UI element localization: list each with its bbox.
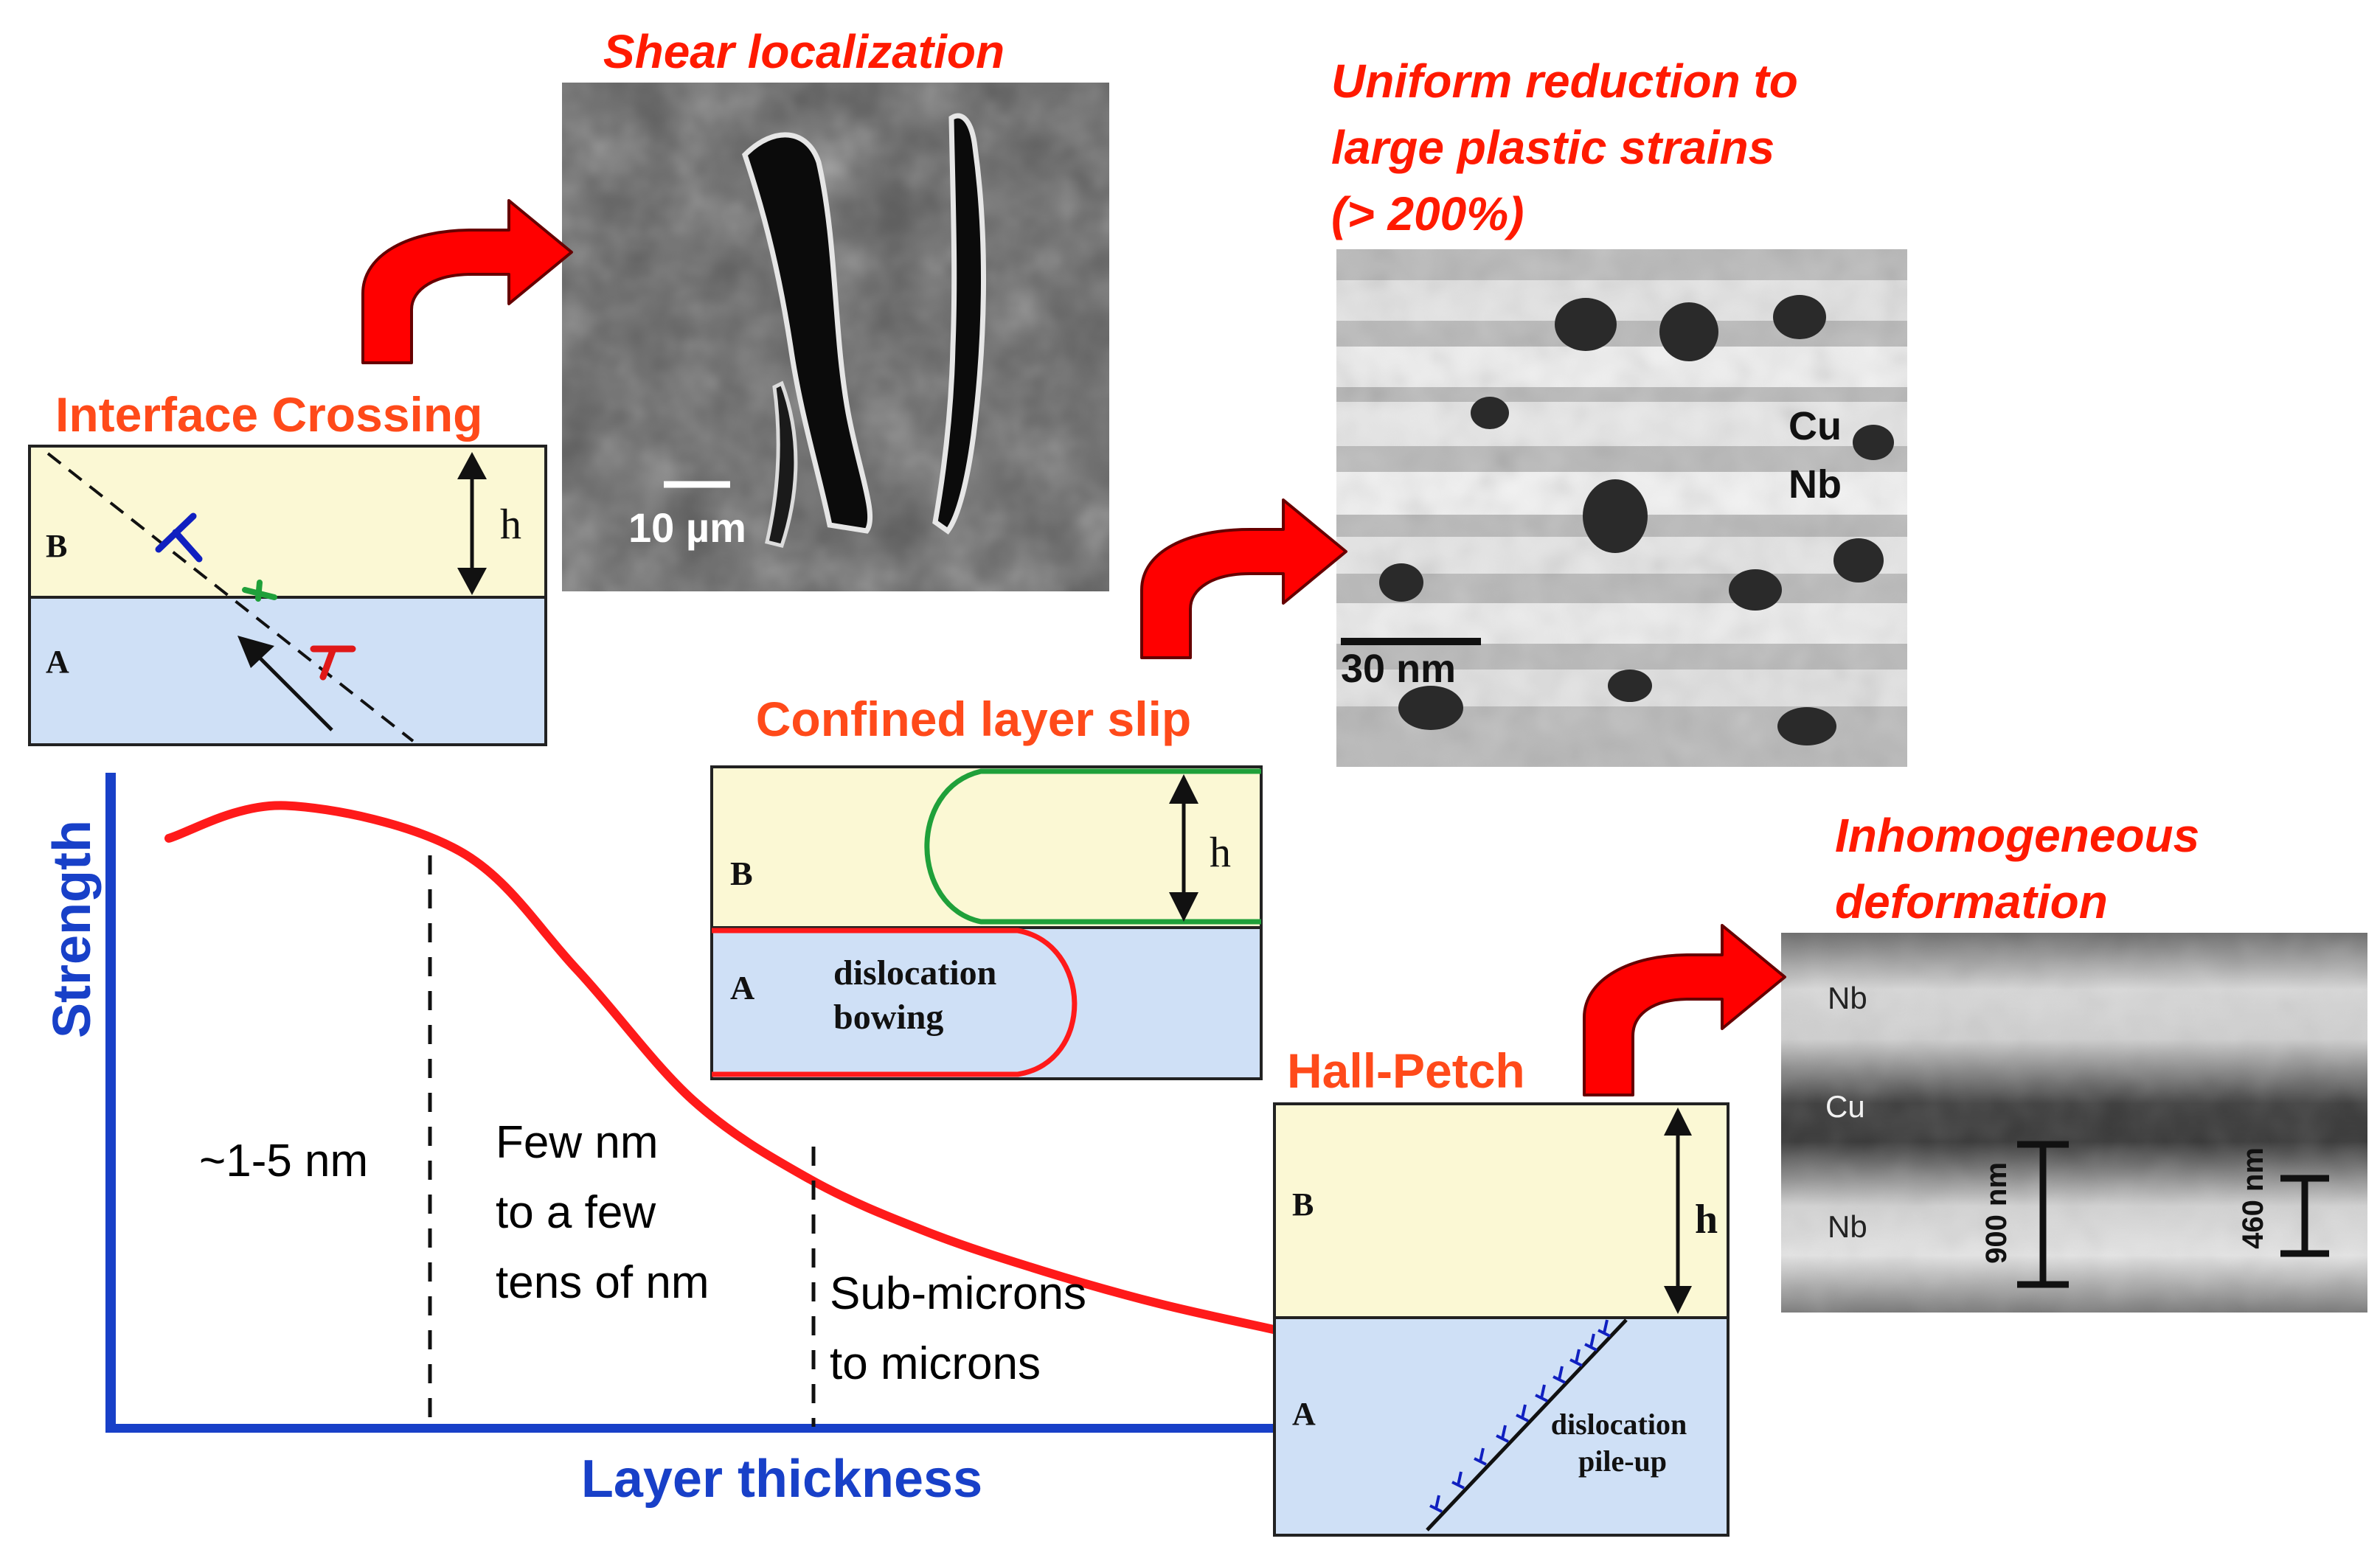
inhomogeneous-title: Inhomogeneous deformation [1835, 809, 2213, 928]
dislocation-symbol-icon [155, 512, 203, 563]
shear-crack [932, 113, 987, 535]
cu-label: Cu [1789, 404, 1842, 448]
dimension-bar-460 [2280, 1175, 2329, 1257]
cross-section-texture [1781, 933, 2367, 1313]
interface-crossing-title: Interface Crossing [55, 387, 483, 442]
curved-arrow-icon [1140, 498, 1347, 659]
arrowhead-up [1169, 774, 1198, 804]
nb-bottom-label: Nb [1828, 1209, 1867, 1244]
interface-crossing-panel: Interface Crossing h B A [28, 387, 547, 746]
layer-b-label: B [730, 855, 753, 892]
motion-arrowhead [237, 636, 274, 668]
curved-arrow-icon [1583, 924, 1786, 1096]
layer-a [30, 597, 546, 745]
scale-bar-label: 30 nm [1341, 647, 1456, 691]
slip-loop-green [924, 768, 1261, 925]
cu-label: Cu [1825, 1089, 1865, 1124]
layer-b [712, 767, 1261, 928]
layer-b-label: B [46, 528, 67, 564]
arrowhead-down [1169, 892, 1198, 922]
dimension-h: h [1695, 1197, 1718, 1242]
panel-border [1273, 1102, 1730, 1537]
pile-up-slip-plane [1426, 1318, 1628, 1532]
strength-chart: Strength Layer thickness ~1-5 nm Few nm … [43, 773, 1280, 1509]
uniform-reduction-title: Uniform reduction to large plastic strai… [1331, 55, 1811, 240]
dislocation-bowing-note: dislocation bowing [833, 953, 1005, 1037]
arrowhead-up [457, 452, 487, 479]
motion-arrow [249, 647, 333, 731]
dimension-900-label: 900 nm [1980, 1162, 2013, 1264]
confined-slip-title: Confined layer slip [756, 692, 1191, 746]
curved-arrow-icon [361, 199, 573, 364]
layer-a-label: A [730, 969, 754, 1007]
pile-up-dislocations [1429, 1319, 1611, 1513]
curved-arrows [361, 199, 1786, 1096]
dislocation-symbol-icon [242, 580, 277, 602]
layer-a [712, 928, 1261, 1079]
hall-petch-title: Hall-Petch [1287, 1043, 1525, 1098]
panel-border [28, 445, 547, 746]
shear-crack [765, 380, 798, 548]
slip-plane [46, 452, 414, 743]
strength-curve [164, 801, 1280, 1335]
tem-grains [1379, 295, 1894, 745]
dimension-h: h [1210, 828, 1231, 876]
x-axis-label: Layer thickness [581, 1450, 982, 1509]
region-label-3: Sub-microns to microns [830, 1268, 1099, 1389]
shear-localization-title: Shear localization [603, 25, 1005, 78]
inhomogeneous-micrograph: Inhomogeneous deformation Nb Cu Nb 900 n… [1781, 809, 2367, 1313]
layer-a-label: A [1292, 1396, 1316, 1432]
dislocation-symbol-icon [310, 645, 356, 681]
slip-loop-red [712, 928, 1078, 1077]
nb-top-label: Nb [1828, 981, 1867, 1015]
arrowhead-up [1664, 1108, 1692, 1136]
y-axis-label: Strength [43, 820, 102, 1038]
layer-a [1274, 1318, 1728, 1535]
dimension-bar-900 [2017, 1141, 2069, 1288]
hall-petch-panel: Hall-Petch h B A dislocation pile-up [1273, 1043, 1730, 1537]
layer-b [1274, 1104, 1728, 1318]
uniform-reduction-micrograph: Uniform reduction to large plastic strai… [1331, 55, 1907, 767]
region-label-1: ~1-5 nm [199, 1136, 368, 1186]
layer-a-label: A [46, 644, 69, 680]
layer-b-label: B [1292, 1186, 1314, 1223]
dimension-h: h [500, 500, 521, 548]
dislocation-pileup-note: dislocation pile-up [1551, 1408, 1694, 1478]
dimension-460-label: 460 nm [2237, 1147, 2269, 1249]
shear-localization-micrograph: Shear localization 10 µm [562, 25, 1109, 591]
arrowhead-down [1664, 1286, 1692, 1314]
arrowhead-down [457, 568, 487, 595]
scale-bar-label: 10 µm [628, 504, 746, 551]
nb-label: Nb [1789, 462, 1842, 507]
region-label-2: Few nm to a few tens of nm [496, 1117, 709, 1308]
shear-crack [741, 132, 873, 534]
confined-slip-panel: Confined layer slip h B A dislocation bo… [710, 692, 1263, 1080]
